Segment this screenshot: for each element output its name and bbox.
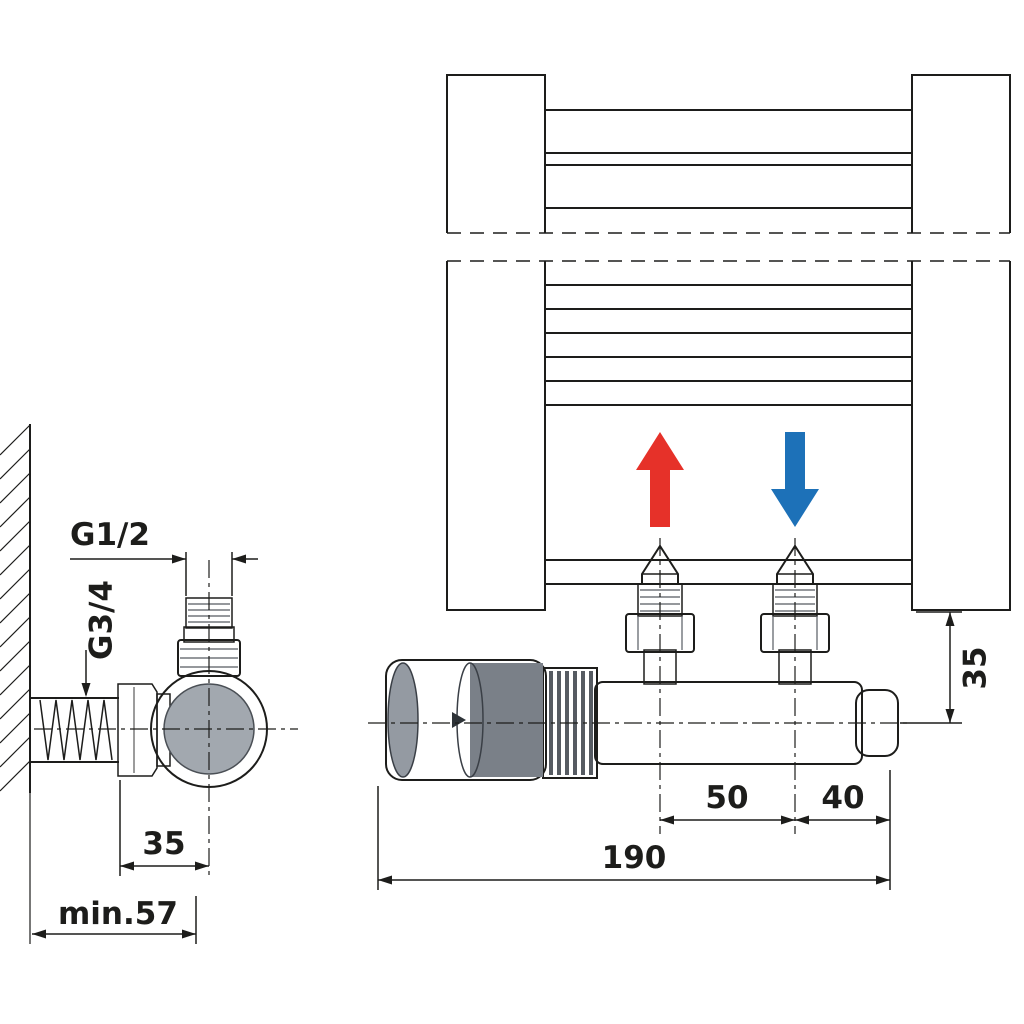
head-indicator-icon [452, 712, 466, 728]
thermostat-head [385, 659, 547, 781]
dimensions-left: G1/2 G3/4 35 min.57 [32, 517, 258, 944]
wall-section [0, 424, 31, 944]
dim-depth-label: min.57 [58, 896, 178, 932]
dim-total-length-label: 190 [602, 840, 667, 876]
flow-arrow-icon [636, 432, 684, 527]
dim-spacing-label: 50 [705, 780, 748, 816]
flow-up-arrow [636, 432, 684, 527]
dim-valve-height-label: 35 [958, 646, 994, 689]
thread-top-label: G1/2 [70, 517, 150, 553]
radiator [446, 74, 1011, 611]
dim-offset-label: 35 [142, 826, 185, 862]
angle-valve-view [29, 560, 298, 878]
return-down-arrow [771, 432, 819, 527]
thread-side-label: G3/4 [84, 580, 120, 660]
dimensions-right: 35 50 40 190 [377, 611, 994, 890]
wall-pipe-thread [29, 697, 119, 763]
wall-nut [117, 683, 158, 777]
h-valve-assembly [368, 538, 908, 834]
dim-end-offset-label: 40 [821, 780, 864, 816]
return-arrow-icon [771, 432, 819, 527]
valve-tails [641, 544, 814, 585]
